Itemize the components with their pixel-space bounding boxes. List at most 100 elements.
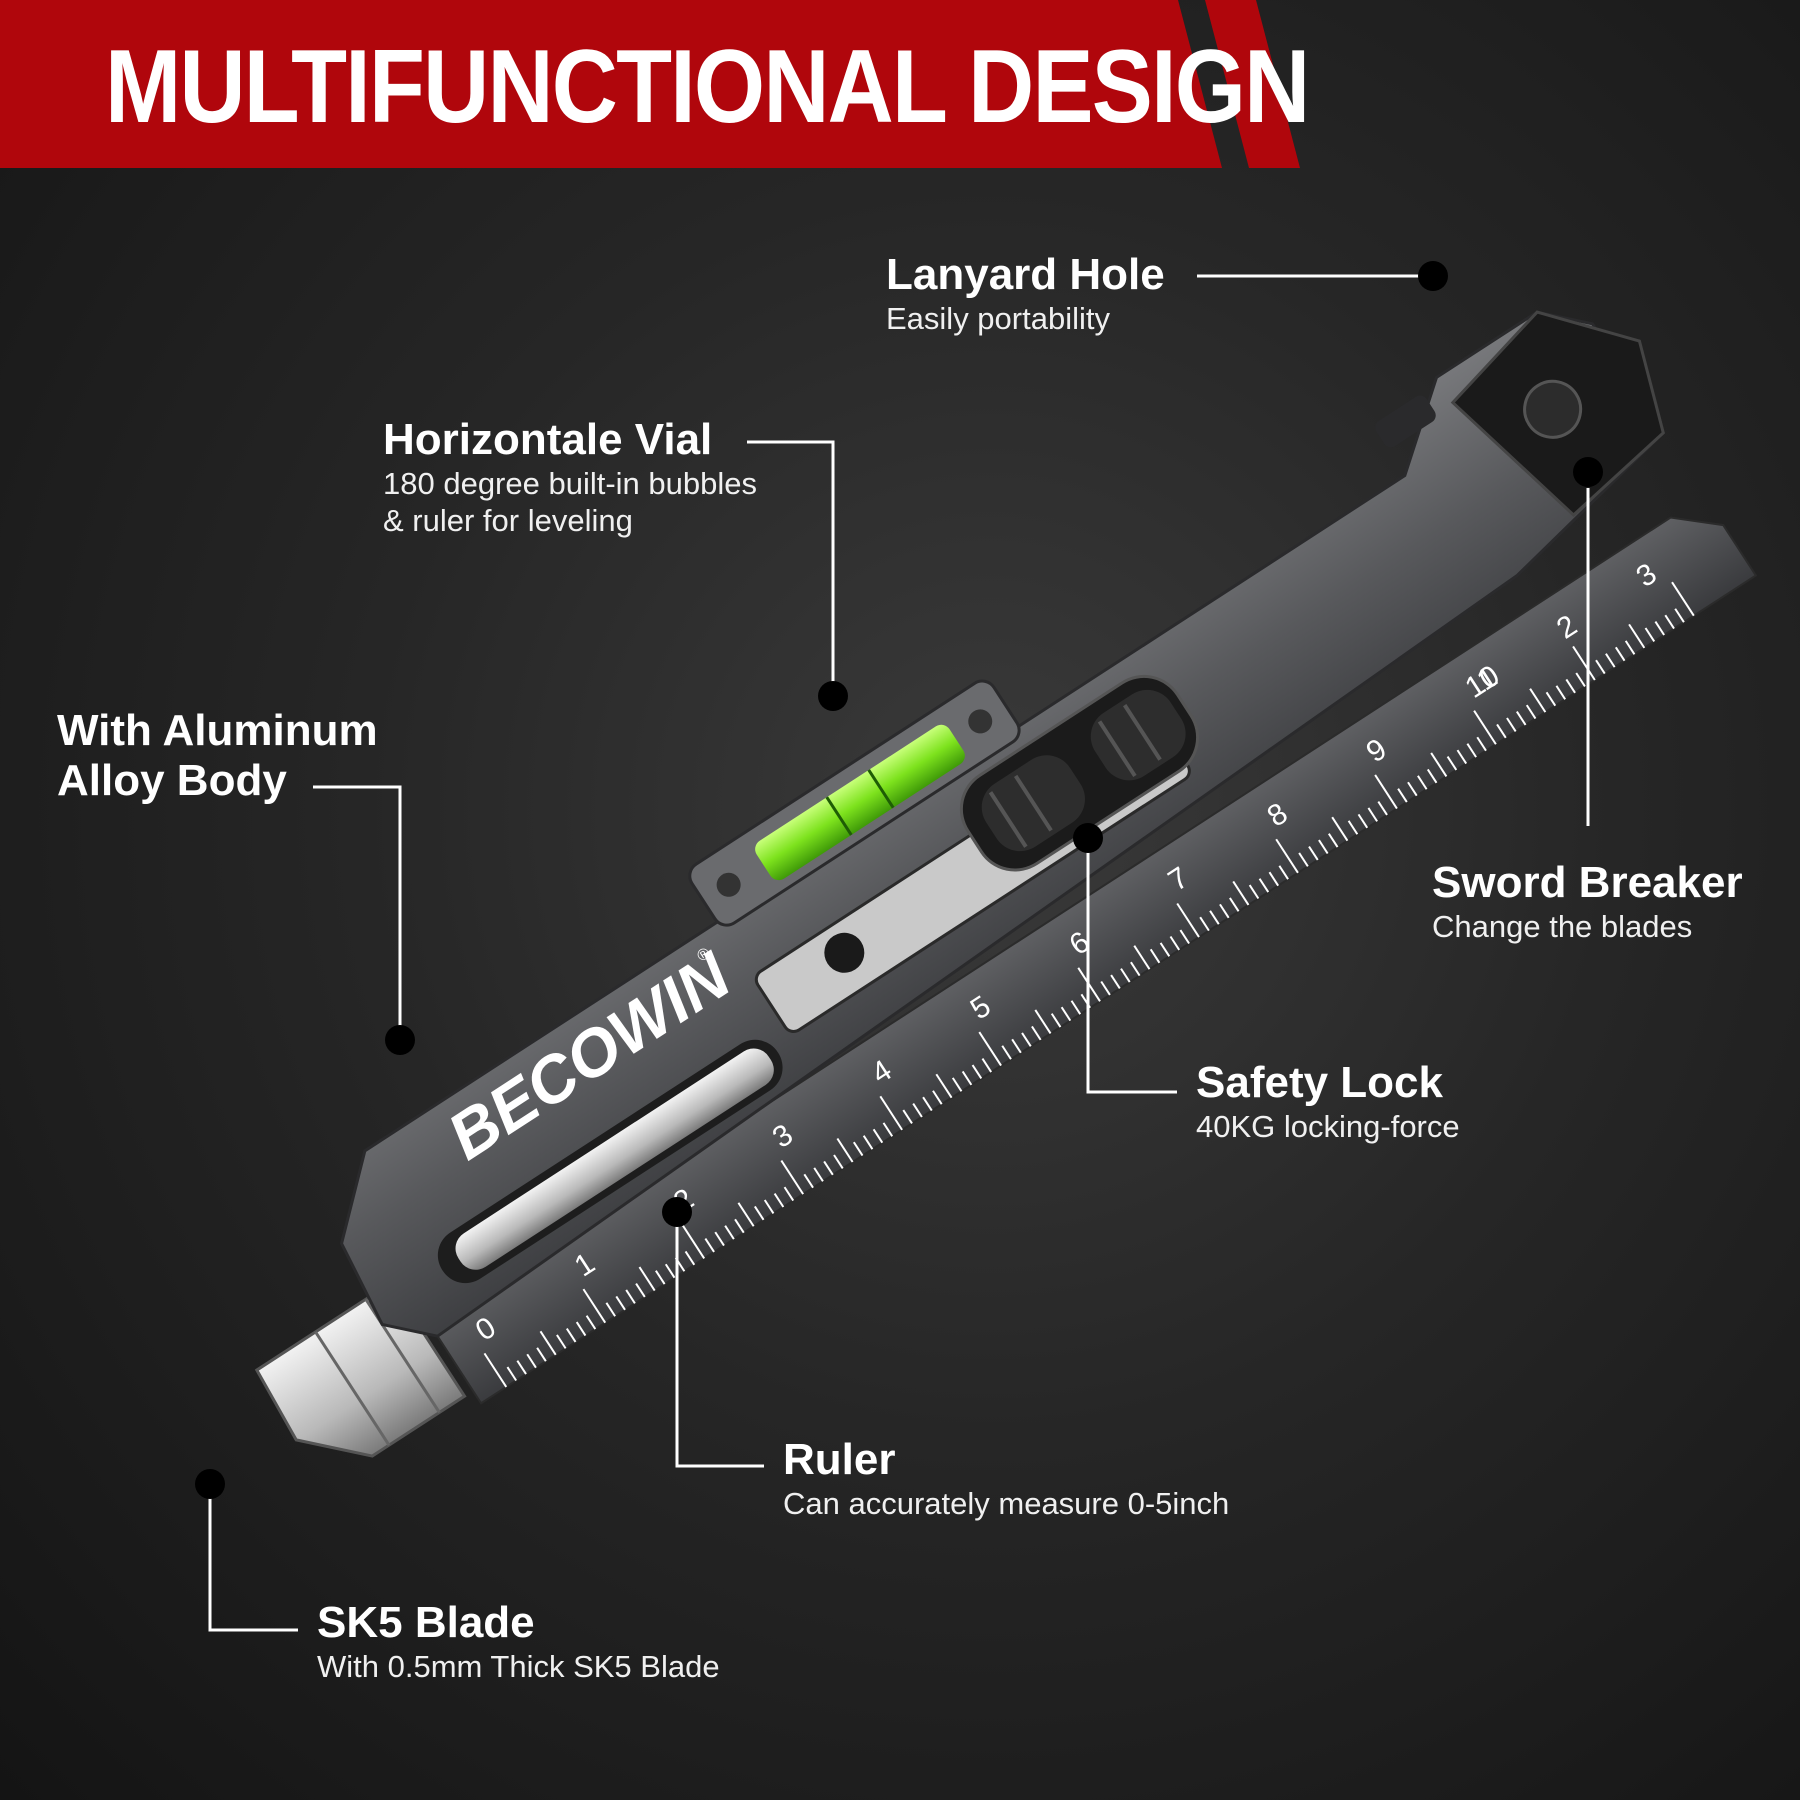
- ruler-tick: [1654, 621, 1665, 636]
- ruler-tick: [836, 1137, 854, 1163]
- ruler-tick: [902, 1109, 913, 1124]
- horizontal-vial: [688, 679, 1021, 927]
- ruler-tick: [1229, 897, 1240, 912]
- ruler-tick: [1397, 788, 1408, 803]
- ruler-tick: [1258, 878, 1270, 893]
- ruler-tick: [1357, 813, 1369, 829]
- callout-ruler: Ruler Can accurately measure 0-5inch: [783, 1435, 1229, 1522]
- callout-desc: Can accurately measure 0-5inch: [783, 1486, 1230, 1521]
- ruler-tick: [585, 1315, 597, 1330]
- ruler-tick: [1377, 800, 1388, 816]
- ruler-tick: [1001, 1045, 1012, 1060]
- ruler-tick: [935, 1073, 953, 1099]
- ruler-tick: [605, 1302, 616, 1317]
- callout-safety-lock: Safety Lock 40KG locking-force: [1196, 1058, 1460, 1145]
- ruler-tick: [1268, 871, 1280, 887]
- ruler-tick: [1331, 816, 1349, 842]
- ruler-tick: [539, 1330, 557, 1356]
- ruler-tick: [783, 1186, 795, 1202]
- ruler-tick: [1624, 640, 1636, 655]
- ruler-tick: [1671, 581, 1695, 617]
- ruler-tick: [981, 1058, 993, 1073]
- ruler-tick: [1060, 1006, 1072, 1022]
- ruler-tick: [912, 1103, 923, 1118]
- callout-desc: Easily portability: [886, 301, 1110, 336]
- ruler-tick: [1476, 736, 1487, 752]
- ruler-tick: [615, 1295, 626, 1311]
- ruler-tick: [1446, 756, 1458, 771]
- ruler-tick: [780, 1160, 804, 1195]
- ruler-tick: [1219, 903, 1230, 919]
- ruler-tick: [1034, 1009, 1052, 1035]
- ruler-tick: [1298, 852, 1309, 867]
- ruler-tick: [483, 1352, 508, 1388]
- ruler-tick: [882, 1122, 894, 1137]
- ruler-tick: [1605, 653, 1616, 668]
- ruler-tick: [1417, 775, 1428, 790]
- ruler-tick: [1407, 781, 1418, 797]
- ruler-tick: [516, 1360, 527, 1375]
- ruler-tick: [1595, 659, 1606, 675]
- ruler-tick: [506, 1366, 517, 1382]
- ruler-tick: [1529, 688, 1547, 713]
- ruler-tick: [1628, 623, 1646, 649]
- lanyard-hole: [1375, 395, 1436, 448]
- callout-title: Ruler: [783, 1435, 896, 1484]
- ruler-tick: [862, 1135, 874, 1150]
- ruler-tick: [1664, 614, 1675, 630]
- ruler-tick: [638, 1266, 656, 1292]
- ruler-tick: [635, 1282, 646, 1298]
- ruler-tick: [556, 1334, 567, 1349]
- ruler-tick: [971, 1064, 983, 1079]
- sword-breaker: [1450, 310, 1665, 518]
- ruler-tick: [565, 1327, 577, 1343]
- ruler-tick: [803, 1173, 814, 1189]
- ruler-tick: [1199, 916, 1210, 932]
- ruler-tick: [1318, 839, 1329, 855]
- callout-title: Safety Lock: [1196, 1058, 1443, 1107]
- ruler-tick: [1614, 646, 1626, 662]
- ruler-tick: [1456, 749, 1468, 765]
- ruler-tick: [951, 1077, 963, 1092]
- ruler-tick: [852, 1141, 864, 1157]
- ruler-tick: [961, 1070, 973, 1086]
- ruler-tick: [655, 1270, 666, 1285]
- ruler-tick: [1565, 678, 1576, 694]
- ruler-tick: [823, 1160, 834, 1176]
- ruler-tick: [625, 1289, 636, 1304]
- callout-desc: Change the blades: [1432, 909, 1693, 944]
- ruler-tick: [664, 1263, 676, 1279]
- ruler-tick: [575, 1321, 587, 1337]
- callout-title: With Aluminum Alloy Body: [57, 706, 378, 805]
- callout-title: Horizontale Vial: [383, 415, 713, 464]
- callout-title: SK5 Blade: [317, 1598, 535, 1647]
- title-banner: [0, 0, 1300, 168]
- ruler-tick: [1473, 710, 1497, 745]
- ruler-tick: [1426, 768, 1438, 784]
- safety-lock-slider: [959, 674, 1200, 872]
- ruler-tick: [1674, 608, 1685, 623]
- callout-title: Sword Breaker: [1432, 858, 1743, 907]
- ruler-tick: [1179, 929, 1190, 945]
- ruler-tick: [1496, 723, 1507, 739]
- ruler-tick: [763, 1199, 775, 1214]
- ruler-tick: [1275, 838, 1299, 874]
- ruler-tick: [1070, 1000, 1082, 1015]
- callout-sk5-blade: SK5 Blade With 0.5mm Thick SK5 Blade: [317, 1598, 720, 1685]
- ruler-tick: [1031, 1025, 1042, 1041]
- ruler-tick: [932, 1090, 943, 1105]
- callout-aluminum-body: With Aluminum Alloy Body: [57, 706, 378, 806]
- ruler-tick: [1555, 685, 1566, 700]
- callout-desc: With 0.5mm Thick SK5 Blade: [317, 1649, 720, 1684]
- ruler-tick: [1176, 902, 1200, 938]
- page-title: MULTIFUNCTIONAL DESIGN: [105, 29, 1310, 145]
- ruler-tick: [1050, 1013, 1062, 1028]
- ruler-tick: [1367, 807, 1378, 822]
- ruler-tick: [1347, 820, 1359, 835]
- ruler-tick: [1327, 833, 1339, 848]
- ruler-tick: [922, 1096, 933, 1112]
- ruler-tick: [582, 1288, 607, 1324]
- ruler-tick: [1232, 880, 1250, 906]
- ruler-tick: [1011, 1038, 1022, 1054]
- ruler-tick: [1525, 704, 1537, 720]
